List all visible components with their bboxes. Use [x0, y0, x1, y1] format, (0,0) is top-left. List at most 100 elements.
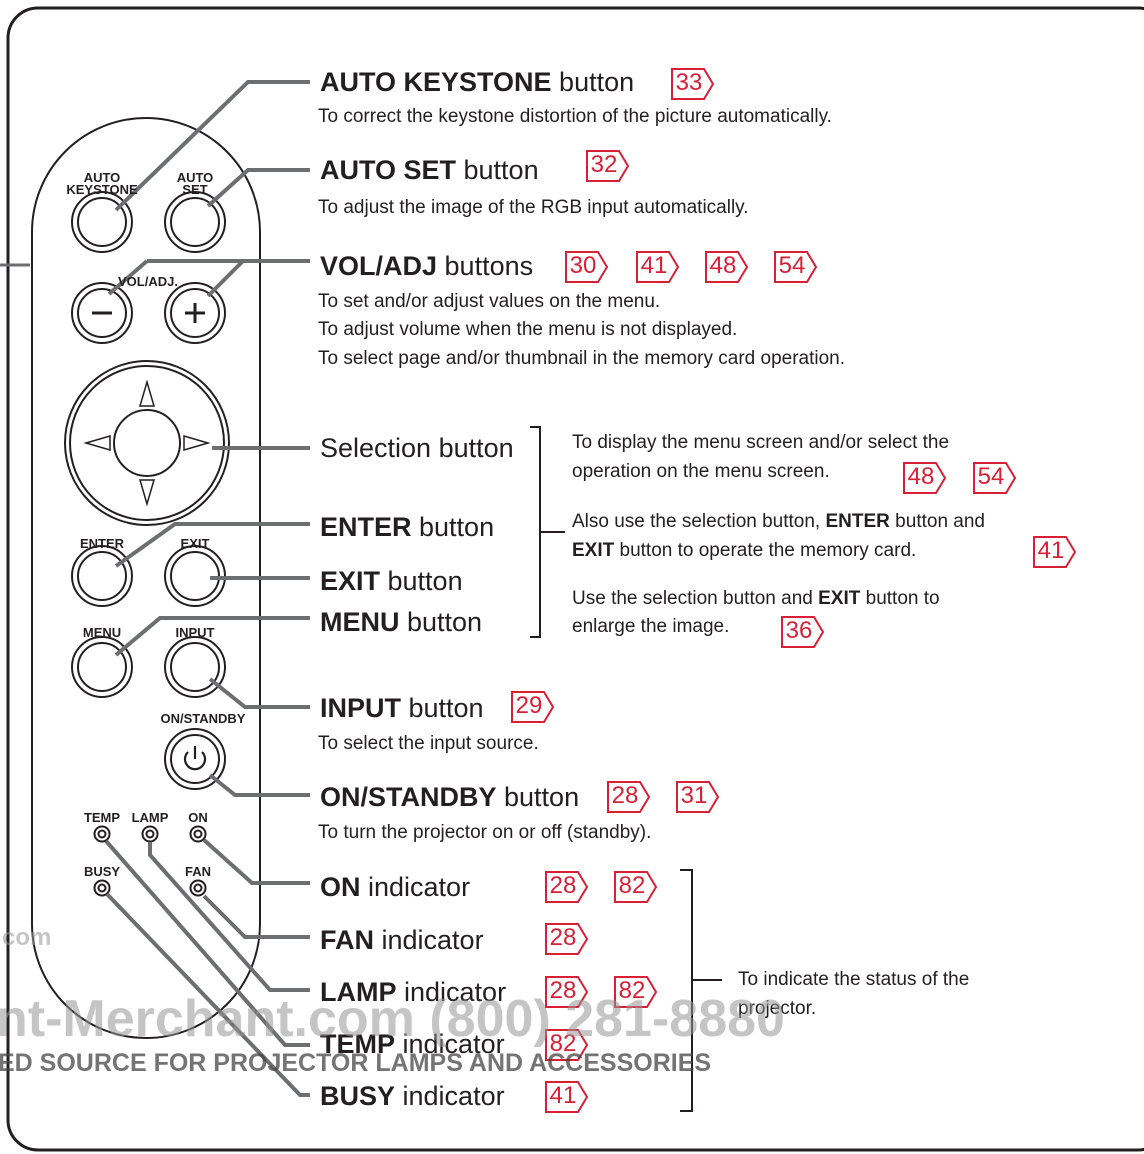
leader-enter [114, 522, 310, 568]
lamp-label: LAMP [131, 810, 169, 825]
auto-set-desc: To adjust the image of the RGB input aut… [318, 197, 749, 218]
vol-adj-desc-2: To adjust volume when the menu is not di… [318, 319, 738, 340]
menu-heading: MENU button [320, 607, 483, 637]
exit-heading: EXIT button [320, 566, 463, 596]
temp-indicator [93, 825, 111, 843]
lamp-indicator-heading: LAMP indicator [320, 977, 507, 1007]
input-heading: INPUT button [320, 693, 484, 723]
leader-auto-keystone [114, 80, 310, 212]
ref-input-0[interactable]: 29 [515, 692, 543, 719]
page-frame [6, 6, 1144, 1152]
ref-on-standby-1[interactable]: 31 [680, 782, 708, 809]
input-desc: To select the input source. [318, 733, 539, 754]
right-arrow-icon [183, 435, 211, 451]
lamp-indicator [141, 825, 159, 843]
on-standby-desc: To turn the projector on or off (standby… [318, 822, 652, 843]
ref-on-standby-0[interactable]: 28 [611, 782, 639, 809]
enter-label: ENTER [79, 536, 125, 551]
temp-label: TEMP [83, 810, 121, 825]
leader-temp [104, 839, 310, 1047]
selection-button-inner [69, 365, 225, 521]
up-arrow-icon [139, 379, 155, 407]
ref-note1-0[interactable]: 48 [907, 463, 935, 490]
leader-on [202, 838, 310, 885]
ref-on-0[interactable]: 28 [549, 872, 577, 899]
ref-note3-0[interactable]: 36 [785, 617, 813, 644]
auto-keystone-label: AUTO KEYSTONE [66, 170, 138, 197]
ref-vol-adj-3[interactable]: 54 [778, 252, 806, 279]
selection-heading: Selection button [320, 433, 514, 463]
on-standby-label: ON/STANDBY [160, 711, 246, 726]
input-label: INPUT [175, 625, 215, 640]
fan-indicator [189, 879, 207, 897]
on-indicator-heading: ON indicator [320, 872, 471, 902]
selection-group-bracket [530, 426, 541, 638]
down-arrow-icon [139, 479, 155, 507]
ref-lamp-0[interactable]: 28 [549, 977, 577, 1004]
group-note-2-line-2: EXIT button to operate the memory card. [572, 540, 917, 561]
fan-label: FAN [185, 864, 211, 879]
vol-adj-label: VOL/ADJ. [118, 274, 178, 289]
temp-indicator-heading: TEMP indicator [320, 1029, 505, 1059]
watermark-line-3: ED SOURCE FOR PROJECTOR LAMPS AND ACCESS… [0, 1049, 712, 1077]
vol-plus-button [164, 282, 226, 344]
group-note-1-line-1: To display the menu screen and/or select… [572, 432, 950, 453]
plus-icon [185, 303, 205, 323]
ref-vol-adj-0[interactable]: 30 [569, 252, 597, 279]
group-note-1-line-2: operation on the menu screen. [572, 461, 830, 482]
on-standby-button [164, 728, 226, 790]
leader-on-standby [208, 773, 310, 797]
auto-set-heading: AUTO SET button [320, 155, 539, 185]
ref-busy-0[interactable]: 41 [549, 1082, 577, 1109]
fan-indicator-heading: FAN indicator [320, 925, 484, 955]
ref-vol-adj-1[interactable]: 41 [640, 252, 668, 279]
enter-heading: ENTER button [320, 512, 495, 542]
ref-lamp-1[interactable]: 82 [618, 977, 646, 1004]
busy-label: BUSY [83, 864, 121, 879]
group-note-3-line-1: Use the selection button and EXIT button… [572, 588, 940, 609]
busy-indicator-heading: BUSY indicator [320, 1081, 505, 1111]
auto-keystone-desc: To correct the keystone distortion of th… [318, 106, 832, 127]
ref-vol-adj-2[interactable]: 48 [709, 252, 737, 279]
vol-adj-heading: VOL/ADJ buttons [320, 251, 534, 281]
selection-center [113, 409, 181, 477]
menu-button [71, 636, 133, 698]
ref-temp-0[interactable]: 82 [549, 1030, 577, 1057]
left-arrow-icon [83, 435, 111, 451]
indicator-group-bracket [680, 869, 693, 1112]
power-icon [183, 746, 207, 771]
vol-adj-desc-1: To set and/or adjust values on the menu. [318, 291, 661, 312]
auto-keystone-heading: AUTO KEYSTONE button [320, 67, 635, 97]
leader-fan [202, 894, 310, 939]
input-button [164, 636, 226, 698]
leader-menu [114, 616, 310, 657]
vol-adj-desc-3: To select page and/or thumbnail in the m… [318, 348, 846, 369]
ref-auto-keystone-0[interactable]: 33 [675, 69, 703, 96]
on-standby-heading: ON/STANDBY button [320, 782, 580, 812]
exit-label: EXIT [180, 536, 210, 551]
enter-button [71, 545, 133, 607]
leader-input [208, 677, 310, 709]
vol-minus-button [71, 282, 133, 344]
ref-on-1[interactable]: 82 [618, 872, 646, 899]
ref-fan-0[interactable]: 28 [549, 924, 577, 951]
status-note-line-1: To indicate the status of the [738, 969, 970, 990]
watermark-line-1: com [2, 924, 52, 951]
on-label: ON [188, 810, 208, 825]
selection-button-outer [64, 360, 230, 526]
leader-busy [105, 892, 310, 1097]
auto-set-button [164, 191, 226, 253]
on-indicator [189, 825, 207, 843]
status-note-line-2: projector. [738, 998, 817, 1019]
leader-lamp [148, 842, 310, 992]
group-note-3-line-2: enlarge the image. [572, 616, 730, 637]
ref-note1-1[interactable]: 54 [977, 463, 1005, 490]
watermark-line-2: nt-Merchant.com (800) 281-8880 [0, 990, 785, 1048]
group-note-2-line-1: Also use the selection button, ENTER but… [572, 511, 985, 532]
ref-auto-set-0[interactable]: 32 [590, 151, 618, 178]
ref-note2-0[interactable]: 41 [1037, 537, 1065, 564]
busy-indicator [93, 879, 111, 897]
ref-boxes [511, 68, 1077, 1113]
auto-set-label: AUTO SET [176, 170, 214, 197]
